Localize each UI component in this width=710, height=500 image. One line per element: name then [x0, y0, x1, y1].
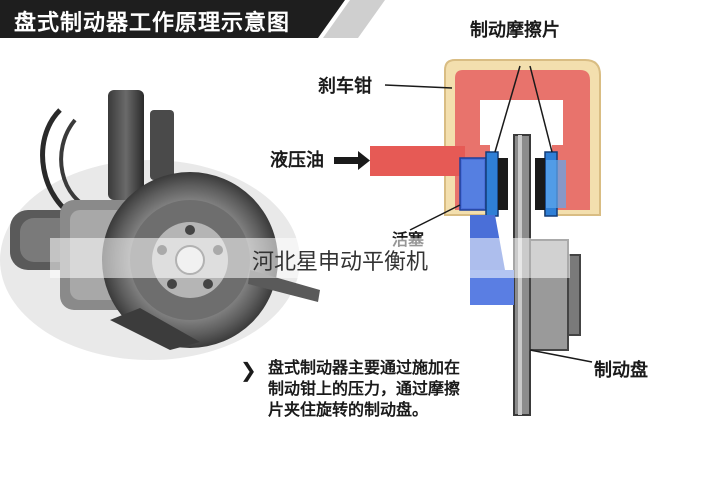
- watermark-band: [50, 238, 570, 278]
- pad-left: [485, 151, 499, 217]
- pad-left-lining: [498, 158, 508, 210]
- label-oil: 液压油: [270, 150, 324, 171]
- label-pads: 制动摩擦片: [470, 20, 560, 41]
- description: 盘式制动器主要通过施加在 制动钳上的压力，通过摩擦 片夹住旋转的制动盘。: [268, 357, 460, 420]
- chevron-right-icon: ❯: [240, 358, 257, 382]
- description-line: 制动钳上的压力，通过摩擦: [268, 379, 461, 398]
- description-line: 片夹住旋转的制动盘。: [268, 400, 429, 419]
- label-disc: 制动盘: [594, 360, 648, 381]
- description-line: 盘式制动器主要通过施加在: [268, 358, 461, 377]
- pad-right-lining: [535, 158, 545, 210]
- oil-channel: [370, 146, 465, 176]
- page-title: 盘式制动器工作原理示意图: [14, 11, 291, 36]
- watermark: 河北星申动平衡机: [252, 250, 429, 275]
- label-caliper: 刹车钳: [318, 76, 372, 97]
- brake-assembly-photo: [0, 90, 320, 360]
- title-bar: [0, 0, 385, 38]
